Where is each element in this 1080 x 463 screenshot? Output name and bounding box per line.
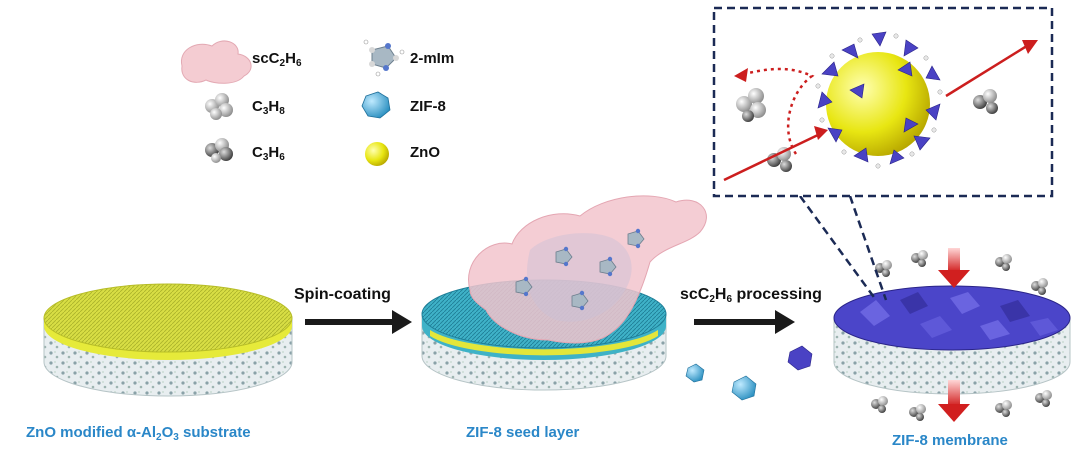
spin-coating-arrow xyxy=(305,310,412,334)
legend-2mim-label: 2-mIm xyxy=(410,50,455,67)
legend-zif8-icon xyxy=(361,91,391,119)
permeation-arrow-bottom xyxy=(938,380,970,422)
substrate-caption: ZnO modified α-Al2O3 substrate xyxy=(26,424,251,443)
2mim-molecules-in-fluid xyxy=(515,228,645,311)
legend-zif8-label: ZIF-8 xyxy=(410,98,446,115)
inset-entry-arrow xyxy=(723,132,821,182)
permeation-arrow-top xyxy=(938,248,970,288)
substrate-disk xyxy=(43,283,293,397)
inset-exit-arrowhead xyxy=(1022,40,1038,54)
legend-zno-label: ZnO xyxy=(410,144,440,161)
zif8-crystals xyxy=(685,345,813,401)
legend-c3h6-label: C3H6 xyxy=(252,144,285,163)
inset-zno-core-with-zif8 xyxy=(815,31,943,169)
zoom-connector-lines xyxy=(798,195,888,301)
membrane-caption: ZIF-8 membrane xyxy=(892,432,1008,449)
inset-exit-arrow xyxy=(945,42,1031,98)
spin-coating-label: Spin-coating xyxy=(294,286,391,303)
inset-rejection-arrow xyxy=(743,67,815,155)
inset-rejection-arrowhead xyxy=(734,68,748,82)
inset-entry-arrowhead xyxy=(814,126,828,140)
inset-propylene-out xyxy=(973,89,998,114)
legend-c3h6-icon xyxy=(205,138,233,163)
seed-layer-caption: ZIF-8 seed layer xyxy=(466,424,580,441)
processing-label: scC2H6 processing xyxy=(680,286,822,305)
legend-scc2h6-label: scC2H6 xyxy=(252,50,302,69)
legend-c3h8-label: C3H8 xyxy=(252,98,285,117)
membrane-disk xyxy=(833,285,1071,395)
processing-arrow xyxy=(694,310,795,334)
supercritical-fluid-blob xyxy=(468,195,707,344)
legend-c3h8-icon xyxy=(205,93,233,120)
legend-scc2h6-icon xyxy=(180,40,252,84)
legend-2mim-icon xyxy=(363,39,405,77)
legend-zno-icon xyxy=(365,142,389,166)
propylene-molecules-around-membrane xyxy=(871,250,1052,421)
inset-propane-molecule xyxy=(736,88,766,122)
